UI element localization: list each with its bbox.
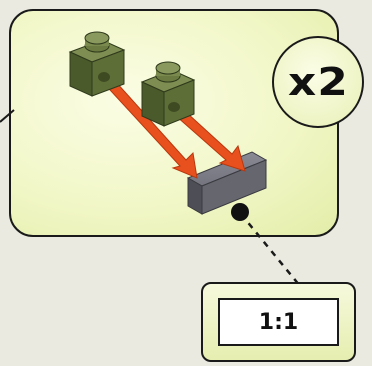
multiplier-badge: x2: [272, 36, 364, 128]
scale-leader-line: [240, 213, 301, 287]
scale-inner-box: 1:1: [218, 298, 339, 346]
brick-1x1-stud-icon: [68, 31, 126, 97]
callout-anchor-dot: [231, 203, 249, 221]
left-leader-line: [0, 109, 15, 123]
brick-1x1-stud-icon: [140, 61, 196, 127]
multiplier-label: x2: [287, 60, 349, 104]
scale-label: 1:1: [258, 309, 299, 335]
scale-callout-box: 1:1: [201, 282, 356, 362]
step-panel: [9, 9, 339, 237]
